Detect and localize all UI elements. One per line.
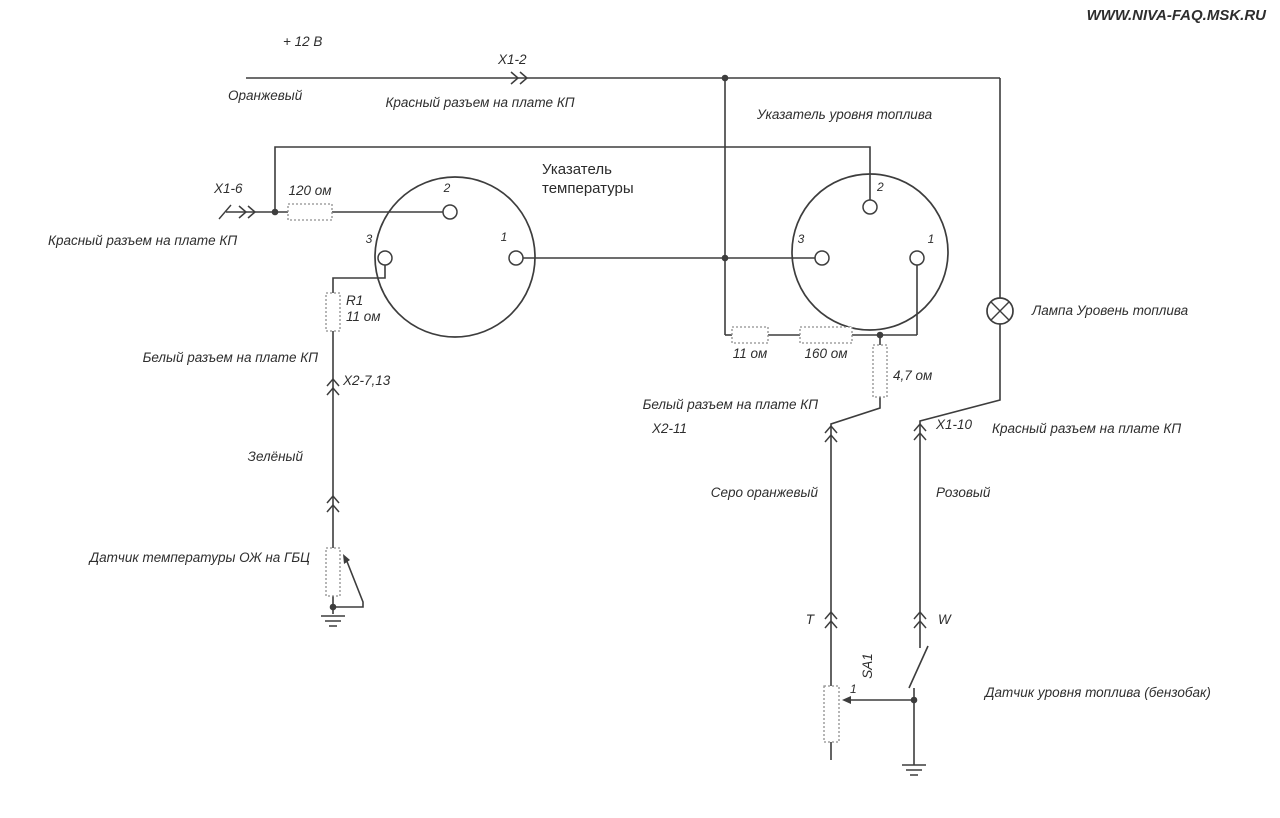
lamp-label: Лампа Уровень топлива (1031, 303, 1189, 318)
temp-terminal-2-label: 2 (443, 181, 451, 195)
wire-x1-6-tail (218, 204, 232, 220)
resistor-120om-label: 120 ом (288, 183, 331, 198)
temperature-gauge-body (374, 176, 536, 338)
ground-symbol-left (321, 615, 345, 627)
fuel-level-sender: 1 SA1 Датчик уровня топлива (бензобак) (823, 653, 1211, 776)
note-red-plate-right: Красный разъем на плате КП (992, 421, 1181, 436)
resistor-r1 (325, 292, 341, 332)
fuel-terminal-3-label: 3 (798, 232, 805, 246)
fuel-sender-wiper-arrowhead (842, 696, 851, 704)
junction-dot (721, 74, 729, 82)
note-white-plate-right: Белый разъем на плате КП (643, 397, 819, 412)
resistor-r1-name: R1 (346, 293, 363, 308)
ground-symbol-right (902, 764, 926, 776)
junction-dot (271, 208, 279, 216)
temp-terminal-3 (377, 250, 393, 266)
junction-dot (910, 696, 918, 704)
lamp-body (986, 297, 1014, 325)
note-red-plate-top: Красный разъем на плате КП (385, 95, 574, 110)
junction-dot (876, 331, 884, 339)
temp-gauge-title-line1: Указатель (542, 161, 612, 178)
fuel-terminal-1-label: 1 (928, 232, 935, 246)
fuel-gauge: 2 3 1 Указатель уровня топлива (756, 107, 949, 331)
connector-x2-7-13-label: X2-7,13 (342, 373, 391, 388)
note-red-plate-left: Красный разъем на плате КП (48, 233, 237, 248)
resistor-11om-label: 11 ом (733, 346, 768, 361)
resistors: 120 ом R1 11 ом 11 ом 160 ом 4,7 ом (287, 183, 932, 398)
resistor-r1-value: 11 ом (346, 309, 381, 324)
connector-t-label: T (806, 612, 816, 627)
connector-x1-2-label: X1-2 (497, 52, 527, 67)
junction-dot (329, 603, 337, 611)
junction-dots (271, 74, 918, 704)
resistor-47om (872, 344, 888, 398)
temp-terminal-3-label: 3 (366, 232, 373, 246)
resistor-160om-label: 160 ом (804, 346, 847, 361)
temp-sensor-body (325, 547, 341, 597)
wires (218, 77, 1001, 765)
resistor-11om (731, 326, 769, 344)
wire-lamp-to-switch-pink (919, 324, 1001, 648)
resistor-47om-label: 4,7 ом (893, 368, 932, 383)
switch-label: SA1 (860, 653, 875, 679)
fuel-terminal-3 (814, 250, 830, 266)
junction-dot (721, 254, 729, 262)
labels: WWW.NIVA-FAQ.MSK.RU + 12 В X1-2 Красный … (48, 7, 1267, 627)
fuel-terminal-1 (909, 250, 925, 266)
wire-green-label: Зелёный (248, 449, 304, 464)
fuel-gauge-title: Указатель уровня топлива (756, 107, 933, 122)
wire-switch-blade (908, 645, 929, 689)
note-white-plate-left: Белый разъем на плате КП (143, 350, 319, 365)
fuel-sender-body (823, 685, 840, 743)
site-watermark: WWW.NIVA-FAQ.MSK.RU (1087, 7, 1268, 24)
connector-x1-6-label: X1-6 (213, 181, 243, 196)
resistor-160om (799, 326, 853, 344)
wire-r47-to-sender-grayorange (830, 397, 881, 686)
temperature-gauge: 2 3 1 Указатель температуры (366, 161, 634, 338)
resistor-120om (287, 203, 333, 221)
fuel-sender-label: Датчик уровня топлива (бензобак) (983, 685, 1211, 700)
connector-x1-10-label: X1-10 (935, 417, 973, 432)
temp-sensor-wiper-arrowhead (343, 554, 350, 564)
temp-terminal-2 (442, 204, 458, 220)
plus12-label: + 12 В (283, 34, 322, 49)
temp-terminal-1 (508, 250, 524, 266)
fuel-terminal-2 (862, 199, 878, 215)
wire-pink-label: Розовый (936, 485, 991, 500)
temp-sensor-label: Датчик температуры ОЖ на ГБЦ (88, 550, 311, 565)
fuel-gauge-body (791, 173, 949, 331)
fuel-terminal-2-label: 2 (876, 180, 884, 194)
wire-sensor-wiper (333, 558, 364, 608)
fuel-sender-terminal-label: 1 (850, 682, 857, 696)
lamp-cross (990, 301, 1010, 321)
wire-orange-label: Оранжевый (228, 88, 303, 103)
fuel-level-lamp: Лампа Уровень топлива (986, 297, 1189, 325)
wire-gray-orange-label: Серо оранжевый (711, 485, 819, 500)
temp-gauge-title-line2: температуры (542, 180, 634, 197)
temp-terminal-1-label: 1 (501, 230, 508, 244)
connector-w-label: W (938, 612, 952, 627)
connector-x2-11-label: X2-11 (651, 421, 687, 436)
coolant-temp-sensor: Датчик температуры ОЖ на ГБЦ (88, 547, 350, 627)
wire-temp3-to-r1 (332, 265, 386, 293)
